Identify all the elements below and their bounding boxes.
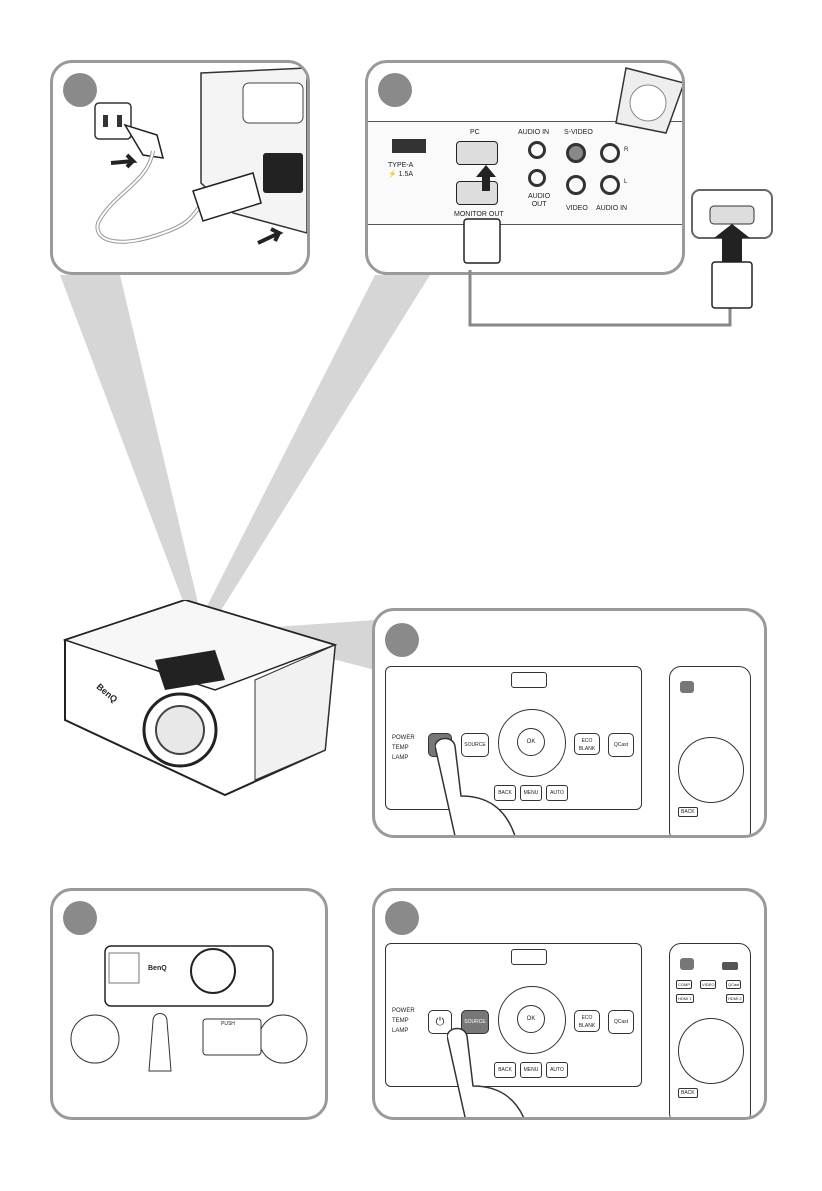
audio-out-label: AUDIO OUT <box>528 193 550 209</box>
lamp-indicator: LAMP <box>392 1026 415 1036</box>
remote-back-button[interactable]: BACK <box>678 1088 698 1098</box>
step-2-circle <box>378 73 412 107</box>
laptop-illustration <box>586 63 685 153</box>
vga-plug-illustration <box>456 161 516 271</box>
power-indicator: POWER <box>392 1006 415 1016</box>
temp-indicator: TEMP <box>392 1016 415 1026</box>
video-jack <box>566 175 586 195</box>
push-label: PUSH <box>221 1021 235 1027</box>
step-5-circle <box>385 901 419 935</box>
usb-port <box>392 139 426 153</box>
audio-in-2-label: AUDIO IN <box>596 205 627 212</box>
remote-control: BACK <box>669 666 751 838</box>
arrow-icon <box>111 155 133 167</box>
remote-power-button[interactable] <box>680 681 694 693</box>
eco-blank-button[interactable]: ECO BLANK <box>574 733 600 755</box>
lamp-indicator: LAMP <box>392 753 415 763</box>
remote-comp-button[interactable]: COMP <box>676 980 692 989</box>
audio-out-jack <box>528 169 546 187</box>
indicator-list: POWER TEMP LAMP <box>392 733 415 763</box>
usb-type-label: TYPE-A <box>388 161 413 170</box>
power-button-icon: ⏻ <box>436 1016 445 1028</box>
pc-label: PC <box>470 129 480 136</box>
projector-illustration <box>55 600 345 800</box>
audio-in-l-jack <box>600 175 620 195</box>
projector-front-brand: BenQ <box>148 965 167 972</box>
panel-step-3: POWER TEMP LAMP ⏻ SOURCE OK ECO BLANK QC… <box>372 608 767 838</box>
audio-in-jack <box>528 141 546 159</box>
pointing-hand-icon <box>447 1026 547 1120</box>
panel-step-2: TYPE-A ⚡ 1.5A PC MONITOR OUT AUDIO IN AU… <box>365 60 685 275</box>
step-1-circle <box>63 73 97 107</box>
eco-blank-button[interactable]: ECO BLANK <box>574 1010 600 1032</box>
panel-step-5: POWER TEMP LAMP ⏻ SOURCE OK ECO BLANK QC… <box>372 888 767 1120</box>
temp-indicator: TEMP <box>392 743 415 753</box>
remote-source-button[interactable] <box>722 962 738 970</box>
remote-control: COMP VIDEO QCast HDMI 1 HDMI 2 BACK <box>669 943 751 1120</box>
audio-out-label-line2: OUT <box>528 201 550 209</box>
remote-hdmi2-button[interactable]: HDMI 2 <box>726 994 744 1003</box>
video-label: VIDEO <box>566 205 588 212</box>
s-video-port <box>566 143 586 163</box>
qcast-button[interactable]: QCast <box>608 733 634 757</box>
remote-back-button[interactable]: BACK <box>678 807 698 817</box>
panel-top-slot <box>511 949 547 965</box>
remote-hdmi1-button[interactable]: HDMI 1 <box>676 994 694 1003</box>
power-indicator: POWER <box>392 733 415 743</box>
audio-in-label: AUDIO IN <box>518 129 549 136</box>
indicator-list: POWER TEMP LAMP <box>392 1006 415 1036</box>
step-4-circle <box>63 901 97 935</box>
auto-button[interactable]: AUTO <box>546 785 568 801</box>
usb-label: TYPE-A ⚡ 1.5A <box>388 161 413 179</box>
audio-out-label-line1: AUDIO <box>528 193 550 201</box>
remote-video-button[interactable]: VIDEO <box>700 980 716 989</box>
eco-label: ECO <box>575 1014 599 1022</box>
eco-label: ECO <box>575 737 599 745</box>
remote-qcast-button[interactable]: QCast <box>726 980 741 989</box>
remote-nav-ring[interactable] <box>678 1018 744 1084</box>
usb-current-label: ⚡ 1.5A <box>388 170 413 179</box>
blank-label: BLANK <box>575 1022 599 1030</box>
auto-button[interactable]: AUTO <box>546 1062 568 1078</box>
beam-step1 <box>60 275 202 620</box>
panel-top-slot <box>511 672 547 688</box>
arrow-icon <box>476 165 496 191</box>
arrow-icon <box>258 229 279 243</box>
qcast-button[interactable]: QCast <box>608 1010 634 1034</box>
panel-step-4: BenQ PUSH <box>50 888 328 1120</box>
remote-nav-ring[interactable] <box>678 737 744 803</box>
remote-power-button[interactable] <box>680 958 694 970</box>
step-3-circle <box>385 623 419 657</box>
blank-label: BLANK <box>575 745 599 753</box>
beam-step2 <box>200 275 430 620</box>
pointing-hand-icon <box>435 736 535 836</box>
panel-step-1 <box>50 60 310 275</box>
l-label: L <box>624 179 627 185</box>
